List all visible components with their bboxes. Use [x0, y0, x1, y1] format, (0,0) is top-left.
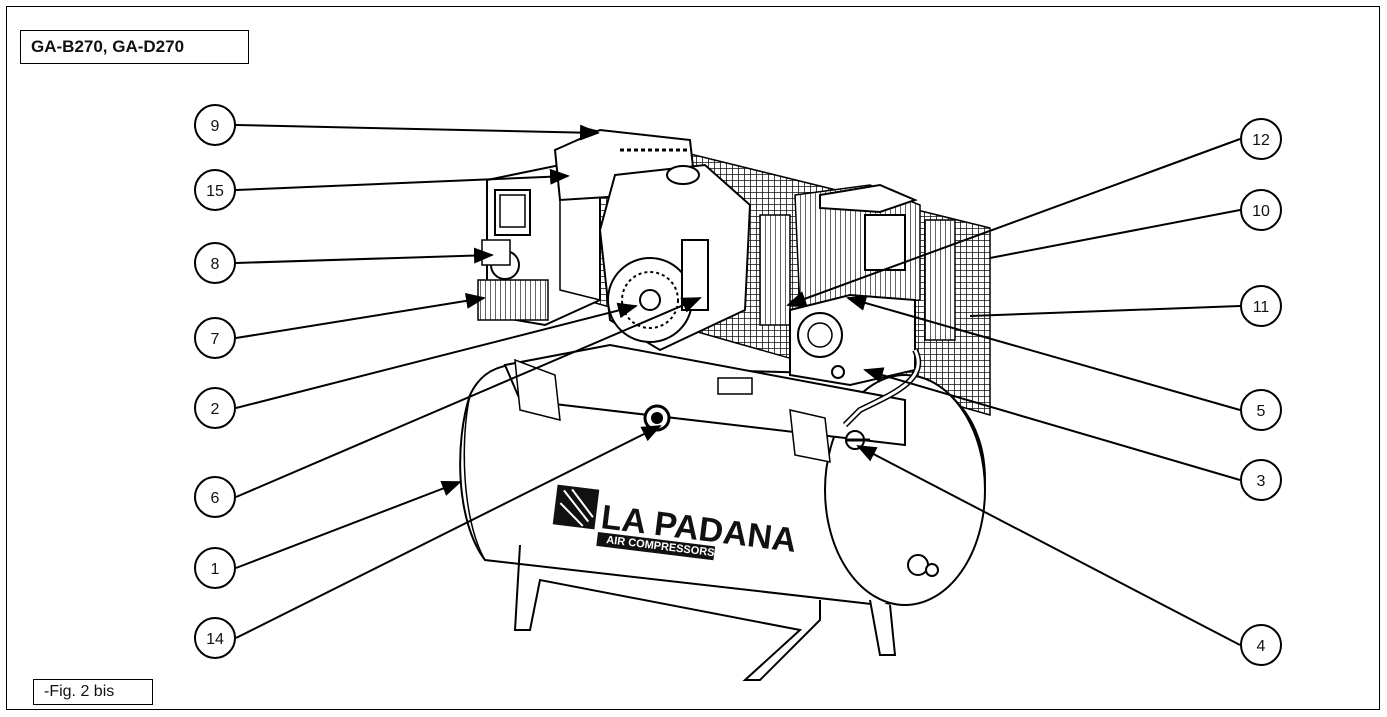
- callout-7: 7: [194, 317, 236, 359]
- svg-text:8: 8: [211, 256, 220, 273]
- callout-9: 9: [194, 104, 236, 146]
- svg-text:1: 1: [211, 561, 220, 578]
- callout-4: 4: [1240, 624, 1282, 666]
- callout-10: 10: [1240, 189, 1282, 231]
- callout-6: 6: [194, 476, 236, 518]
- callout-15: 15: [194, 169, 236, 211]
- svg-text:15: 15: [206, 183, 224, 200]
- svg-text:10: 10: [1252, 203, 1270, 220]
- figure-label: -Fig. 2 bis: [33, 679, 153, 705]
- svg-text:6: 6: [211, 490, 220, 507]
- model-label: GA-B270, GA-D270: [20, 30, 249, 64]
- callout-5: 5: [1240, 389, 1282, 431]
- callout-12: 12: [1240, 118, 1282, 160]
- leader-lines: [235, 124, 1241, 646]
- callout-14: 14: [194, 617, 236, 659]
- callout-2: 2: [194, 387, 236, 429]
- callout-1: 1: [194, 547, 236, 589]
- svg-text:5: 5: [1257, 403, 1266, 420]
- svg-text:9: 9: [211, 118, 220, 135]
- control-box: [477, 163, 601, 327]
- svg-text:2: 2: [211, 401, 220, 418]
- callout-3: 3: [1240, 459, 1282, 501]
- svg-text:4: 4: [1257, 638, 1266, 655]
- svg-text:12: 12: [1252, 132, 1270, 149]
- svg-text:3: 3: [1257, 473, 1266, 490]
- svg-text:7: 7: [211, 331, 220, 348]
- callout-11: 11: [1240, 285, 1282, 327]
- callout-8: 8: [194, 242, 236, 284]
- svg-text:14: 14: [206, 631, 224, 648]
- base-frame: [503, 343, 906, 463]
- figure-frame: [6, 6, 1380, 710]
- compressor-pump: [759, 183, 956, 450]
- svg-text:11: 11: [1253, 299, 1270, 316]
